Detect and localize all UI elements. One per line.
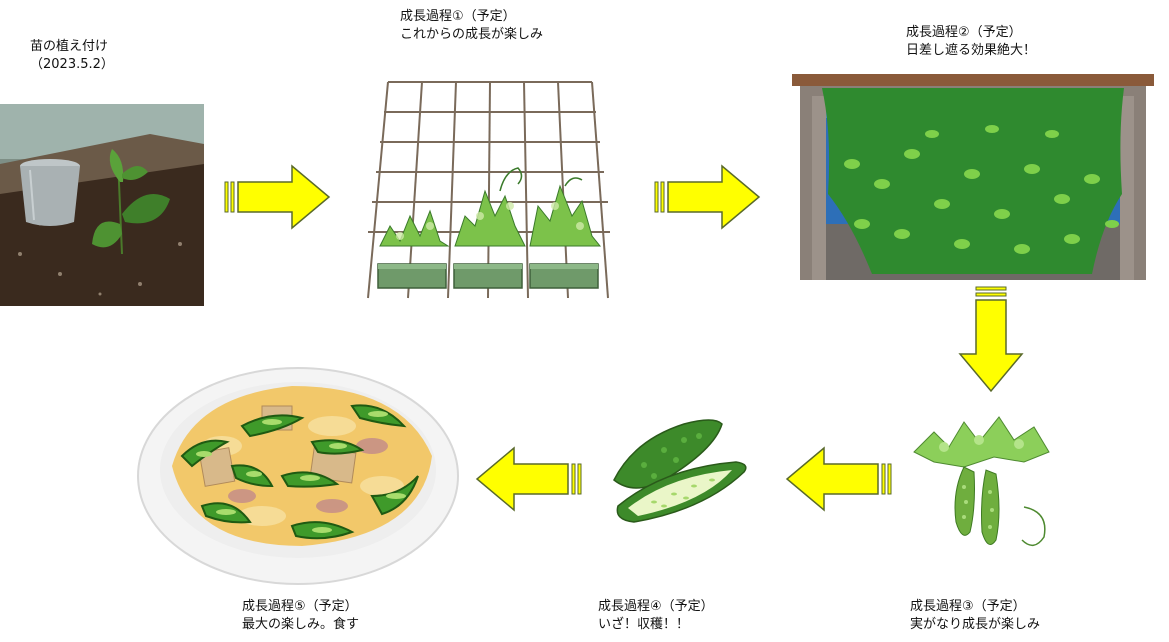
step1-title: 成長過程①（予定） bbox=[400, 9, 516, 24]
green-curtain-illustration bbox=[792, 74, 1154, 280]
step5-note: 最大の楽しみ。食す bbox=[242, 617, 360, 632]
step2-caption: 成長過程②（予定） 日差し遮る効果絶大！ bbox=[906, 24, 1036, 60]
step4-title: 成長過程④（予定） bbox=[598, 599, 714, 614]
step3-note: 実がなり成長が楽しみ bbox=[910, 617, 1041, 632]
arrow-left-1 bbox=[785, 446, 892, 512]
arrow-right-2 bbox=[654, 164, 761, 230]
arrow-right-1 bbox=[224, 164, 331, 230]
step0-title: 苗の植え付け bbox=[30, 39, 109, 54]
seedling-photo bbox=[0, 104, 204, 306]
step5-caption: 成長過程⑤（予定） 最大の楽しみ。食す bbox=[242, 598, 359, 634]
step1-note: これからの成長が楽しみ bbox=[400, 27, 544, 42]
step2-note: 日差し遮る効果絶大！ bbox=[906, 43, 1037, 58]
arrow-down bbox=[958, 286, 1024, 393]
step3-title: 成長過程③（予定） bbox=[910, 599, 1026, 614]
harvested-gourd-illustration bbox=[613, 419, 747, 523]
step4-note: いざ！収穫！！ bbox=[598, 617, 690, 632]
step2-title: 成長過程②（予定） bbox=[906, 25, 1022, 40]
step5-title: 成長過程⑤（予定） bbox=[242, 599, 358, 614]
trellis-illustration bbox=[367, 81, 610, 299]
step0-date: （2023.5.2） bbox=[30, 57, 114, 72]
step1-caption: 成長過程①（予定） これからの成長が楽しみ bbox=[400, 8, 543, 44]
goya-champuru-illustration bbox=[137, 367, 459, 585]
arrow-left-2 bbox=[475, 446, 582, 512]
step4-caption: 成長過程④（予定） いざ！収穫！！ bbox=[598, 598, 714, 634]
bitter-gourd-plant-illustration bbox=[913, 416, 1050, 546]
step0-caption: 苗の植え付け （2023.5.2） bbox=[30, 38, 114, 74]
step3-caption: 成長過程③（予定） 実がなり成長が楽しみ bbox=[910, 598, 1040, 634]
